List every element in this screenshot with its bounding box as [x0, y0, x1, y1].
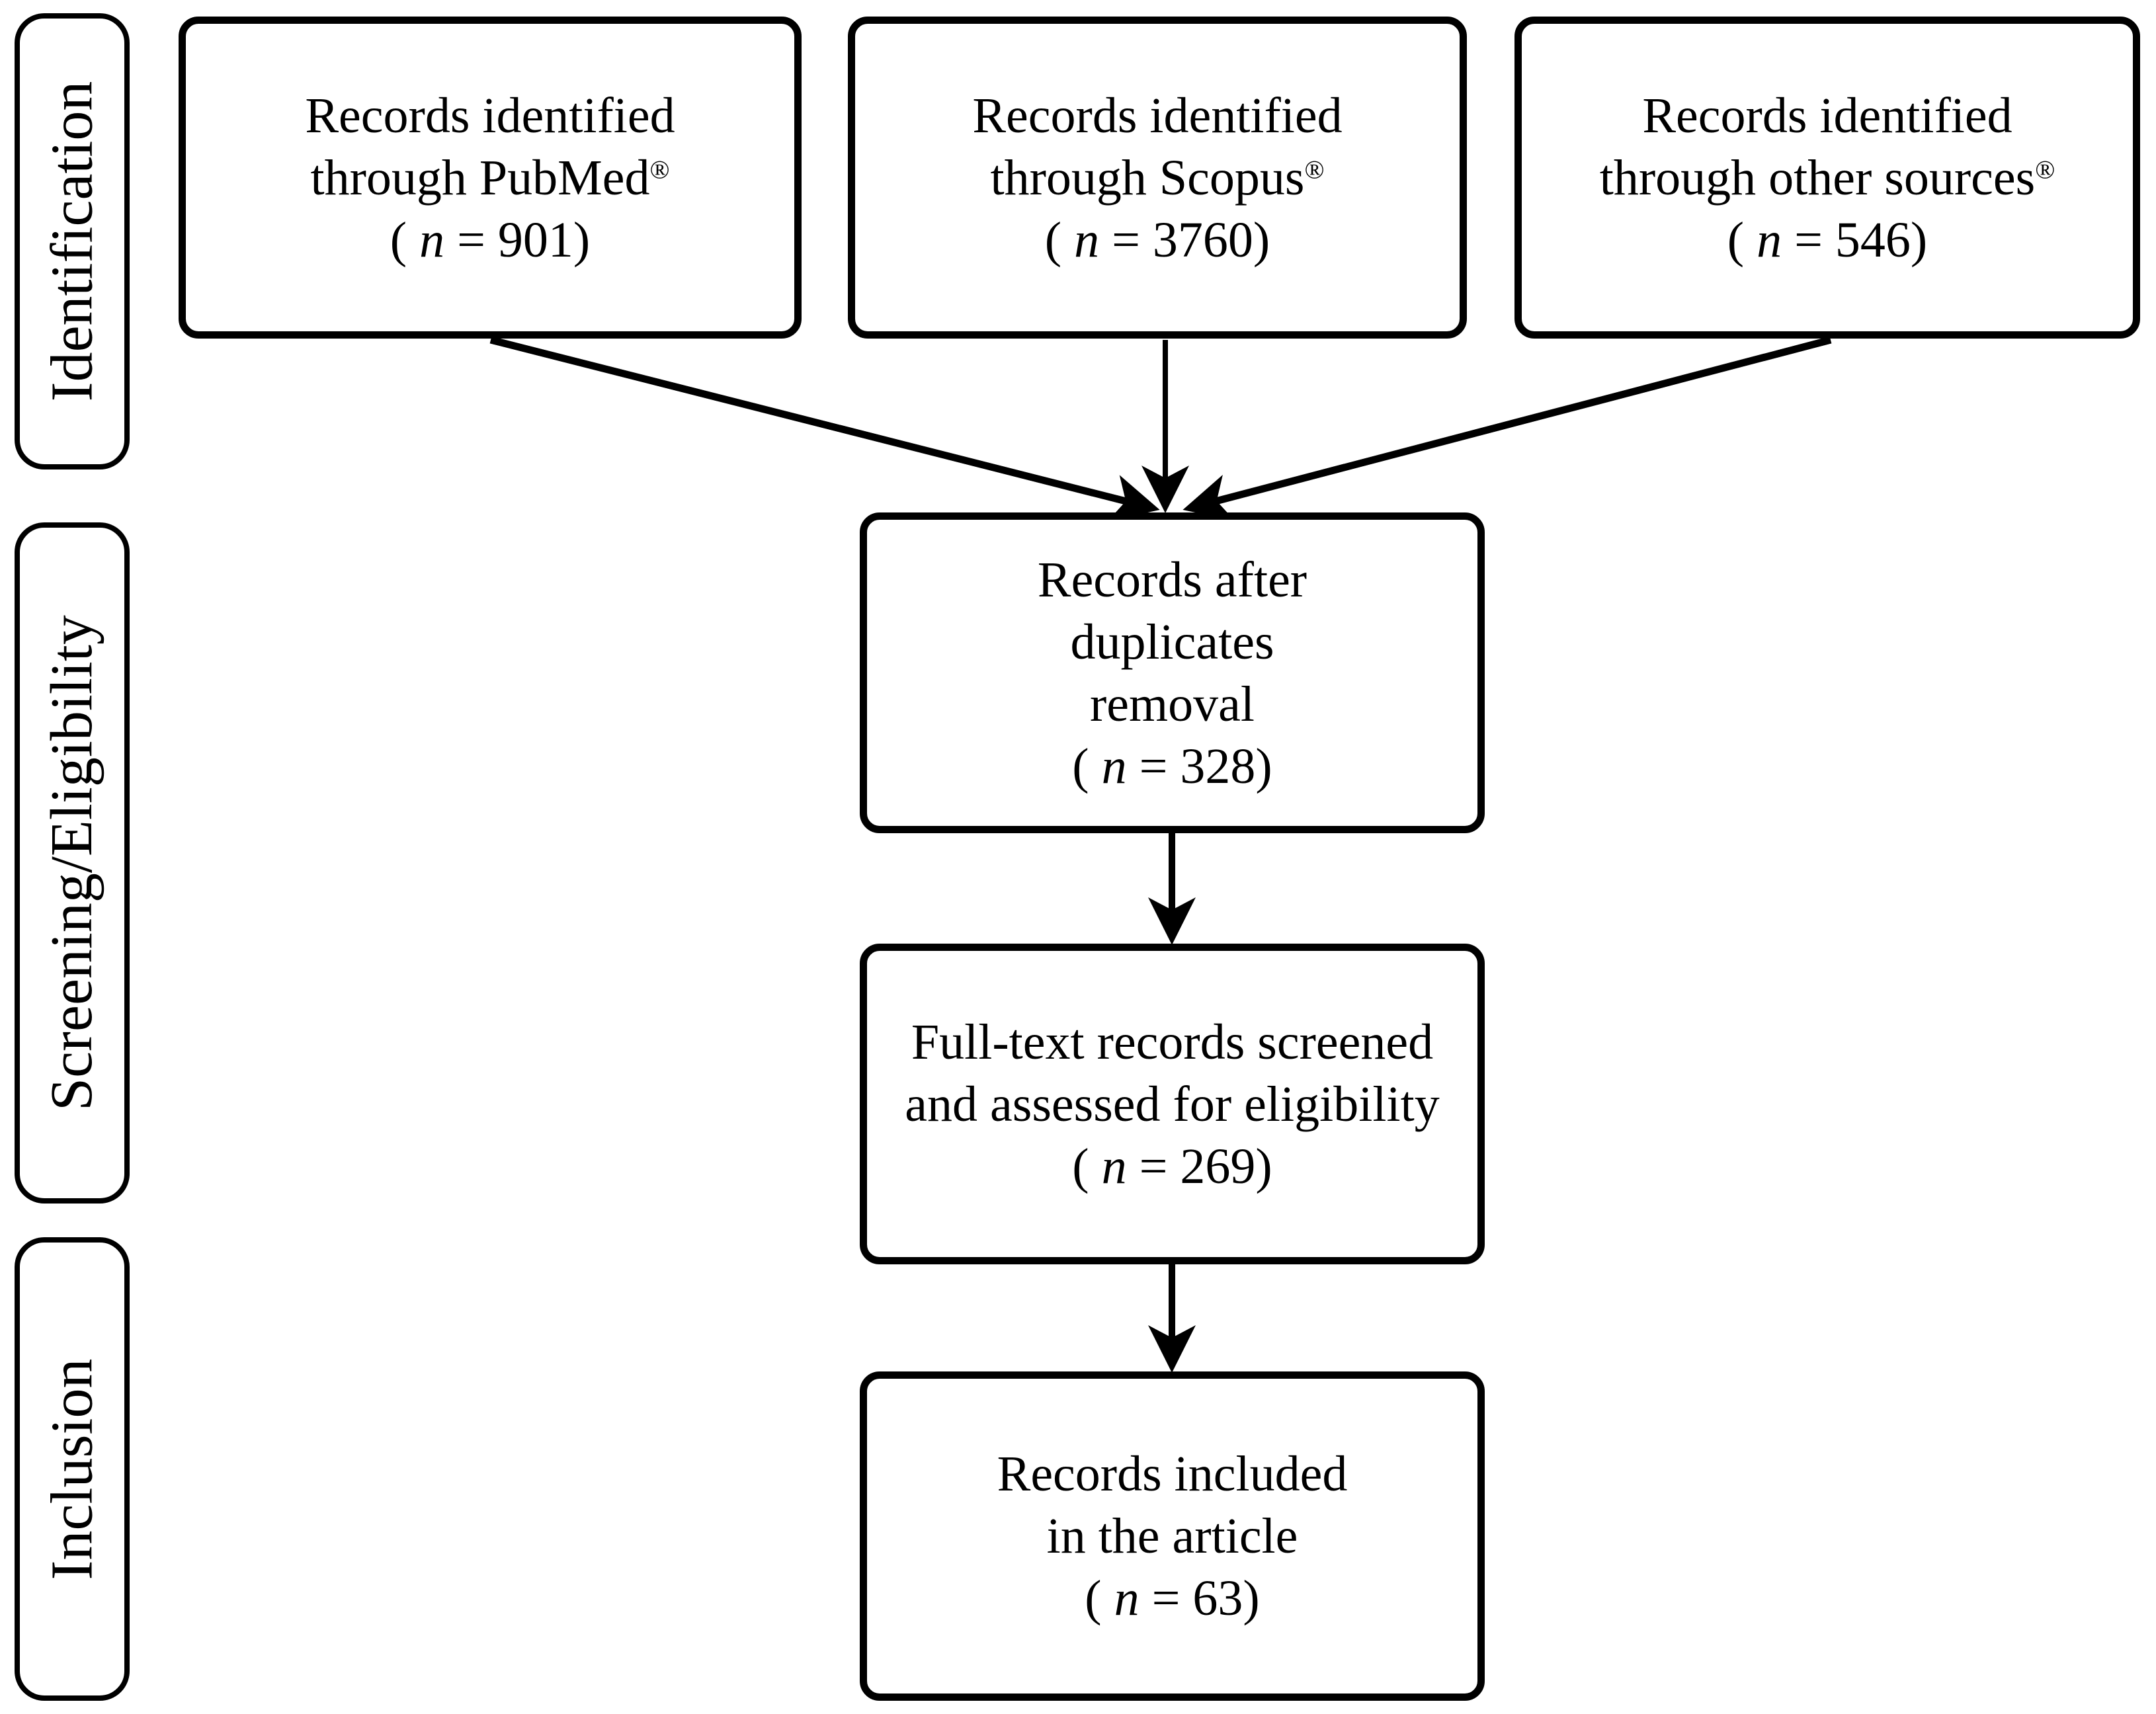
count-value: = 546): [1782, 212, 1928, 268]
arrow-pubmed-to-dedup: [489, 336, 1160, 522]
registered-trademark-mark: ®: [649, 155, 670, 184]
stage-label-identification: Identification: [15, 13, 130, 469]
count-open: (: [1727, 212, 1757, 268]
count-n-symbol: n: [1074, 212, 1100, 268]
box-title-line: in the article: [1046, 1508, 1298, 1564]
box-title-line: through other sources®: [1600, 147, 2055, 209]
count-value: = 328): [1126, 738, 1272, 794]
box-title-line: Records identified: [305, 87, 675, 143]
box-records-pubmed: Records identified through PubMed® ( n =…: [179, 17, 802, 339]
stage-label-text: Inclusion: [39, 1358, 105, 1580]
box-title-line: through PubMed®: [310, 147, 669, 209]
count-value: = 901): [444, 212, 591, 268]
box-count-line: ( n = 328): [1072, 735, 1272, 797]
box-title-line: Full-text records screened: [911, 1014, 1434, 1070]
stage-label-screening-eligibility: Screening/Eligibility: [15, 522, 130, 1204]
box-records-included: Records included in the article ( n = 63…: [860, 1371, 1485, 1701]
count-value: = 3760): [1099, 212, 1270, 268]
stage-label-text: Identification: [39, 81, 104, 402]
count-open: (: [390, 212, 420, 268]
box-records-other-sources: Records identified through other sources…: [1514, 17, 2140, 339]
count-value: = 269): [1126, 1138, 1272, 1194]
box-title-line: Records after: [1037, 551, 1307, 608]
box-title-line: through Scopus®: [990, 147, 1324, 209]
box-title-line: and assessed for eligibility: [905, 1076, 1440, 1132]
count-n-symbol: n: [1114, 1571, 1140, 1626]
box-title-line: removal: [1089, 676, 1255, 732]
count-n-symbol: n: [419, 212, 445, 268]
box-count-line: ( n = 63): [1085, 1567, 1259, 1629]
box-count-line: ( n = 269): [1072, 1135, 1272, 1198]
box-title-text: through Scopus: [990, 149, 1305, 206]
box-title-line: Records included: [997, 1446, 1348, 1502]
count-n-symbol: n: [1101, 1138, 1127, 1194]
box-count-line: ( n = 546): [1727, 209, 1927, 271]
box-title-line: Records identified: [1642, 87, 2012, 143]
count-n-symbol: n: [1101, 738, 1127, 794]
box-duplicates-removal: Records after duplicates removal ( n = 3…: [860, 512, 1485, 833]
box-count-line: ( n = 901): [390, 209, 590, 271]
count-open: (: [1044, 212, 1075, 268]
count-open: (: [1072, 738, 1102, 794]
registered-trademark-mark: ®: [1304, 155, 1325, 184]
count-n-symbol: n: [1757, 212, 1782, 268]
count-value: = 63): [1139, 1571, 1260, 1626]
box-title-text: through other sources: [1599, 149, 2036, 206]
box-count-line: ( n = 3760): [1045, 209, 1270, 271]
box-fulltext-screened: Full-text records screened and assessed …: [860, 944, 1485, 1264]
stage-label-inclusion: Inclusion: [15, 1237, 130, 1701]
count-open: (: [1072, 1138, 1102, 1194]
stage-label-text: Screening/Eligibility: [39, 615, 105, 1111]
box-title-line: duplicates: [1070, 614, 1274, 670]
box-title-text: through PubMed: [310, 149, 650, 206]
count-open: (: [1085, 1571, 1114, 1626]
box-title-line: Records identified: [972, 87, 1343, 143]
arrow-other-to-dedup: [1182, 336, 1832, 521]
box-records-scopus: Records identified through Scopus® ( n =…: [848, 17, 1467, 339]
registered-trademark-mark: ®: [2035, 155, 2055, 184]
